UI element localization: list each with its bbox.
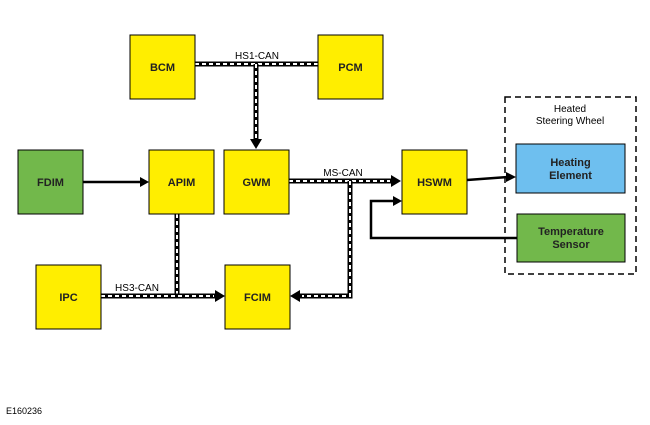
heating-element-label-line-1: Heating	[550, 157, 590, 169]
heating-element-box	[515, 143, 626, 194]
pcm-label: PCM	[338, 62, 362, 74]
module-gwm: GWM	[223, 149, 290, 215]
ms-can-to-fcim	[290, 181, 353, 302]
hswm-to-heating-element	[466, 172, 516, 182]
fdim-to-apim-link	[83, 177, 149, 187]
ms-can-label: MS-CAN	[323, 168, 362, 179]
module-fdim: FDIM	[17, 149, 84, 215]
bcm-label: BCM	[150, 62, 175, 74]
module-fcim: FCIM	[224, 264, 291, 330]
ipc-label: IPC	[59, 292, 77, 304]
module-ipc: IPC	[35, 264, 102, 330]
module-apim: APIM	[148, 149, 215, 215]
heating-element-label-line-2: Element	[549, 170, 592, 182]
hs3-can-label: HS3-CAN	[115, 283, 159, 294]
group-title-line-2: Steering Wheel	[536, 116, 604, 127]
heated-steering-wheel-border	[504, 96, 637, 275]
module-bcm: BCM	[129, 34, 196, 100]
ms-can-bus	[289, 175, 401, 187]
heating-element: Heating Element	[515, 143, 626, 194]
hs1-can-label: HS1-CAN	[235, 51, 279, 62]
heated-steering-wheel-group: Heated Steering Wheel	[504, 96, 637, 275]
temperature-sensor-label-line-1: Temperature	[538, 226, 604, 238]
bcm-box	[129, 34, 196, 100]
temperature-sensor-to-hswm	[369, 196, 517, 240]
group-title-line-1: Heated	[554, 104, 586, 115]
module-hswm: HSWM	[401, 149, 468, 215]
figure-id: E160236	[6, 406, 42, 416]
hs1-can-to-gwm	[250, 64, 262, 149]
fcim-box	[224, 264, 291, 330]
fdim-label: FDIM	[37, 177, 64, 189]
fdim-box	[17, 149, 84, 215]
hswm-label: HSWM	[417, 177, 452, 189]
temperature-sensor-box	[516, 213, 626, 263]
hs3-can-bus	[101, 290, 225, 302]
temperature-sensor: Temperature Sensor	[516, 213, 626, 263]
gwm-box	[223, 149, 290, 215]
temperature-sensor-label-line-2: Sensor	[552, 239, 590, 251]
gwm-label: GWM	[242, 177, 270, 189]
fcim-label: FCIM	[244, 292, 271, 304]
hswm-box	[401, 149, 468, 215]
module-pcm: PCM	[317, 34, 384, 100]
ipc-box	[35, 264, 102, 330]
apim-label: APIM	[168, 177, 196, 189]
pcm-box	[317, 34, 384, 100]
apim-box	[148, 149, 215, 215]
